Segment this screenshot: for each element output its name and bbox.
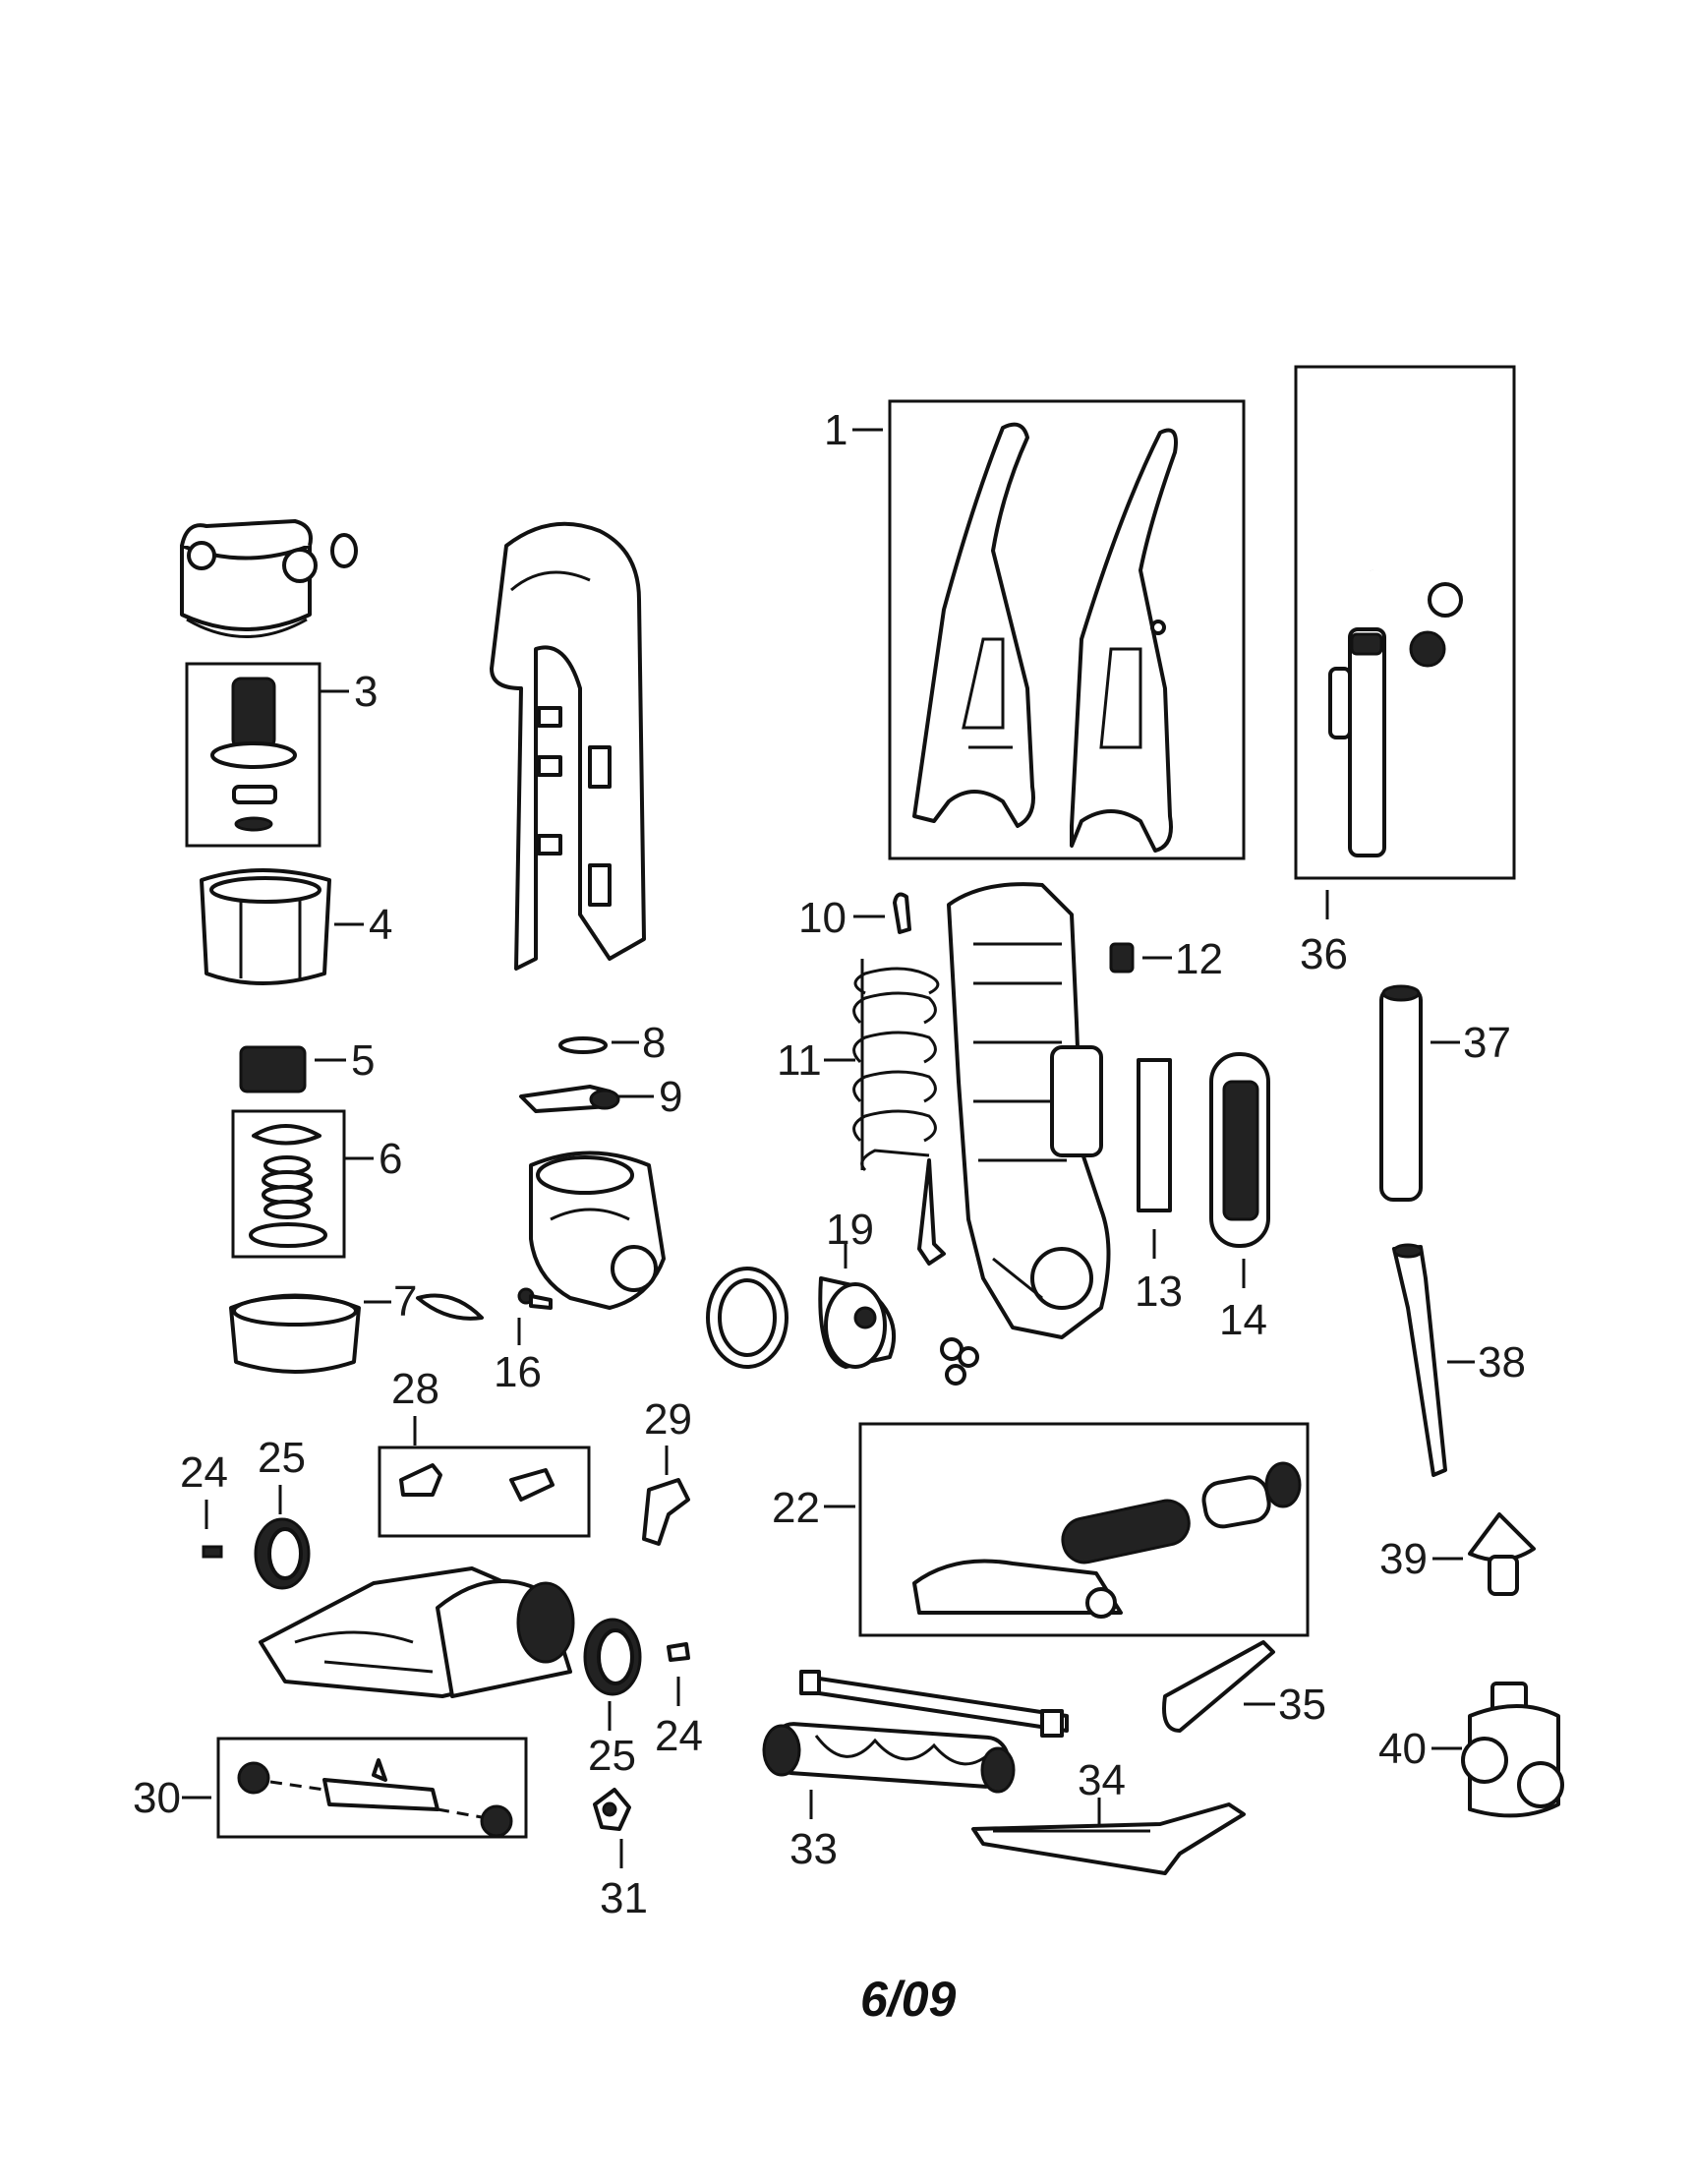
label-34: 34 (1078, 1756, 1126, 1804)
part-28-clips (399, 1463, 555, 1502)
part-24-axle-right (667, 1642, 690, 1662)
box-36 (1294, 365, 1516, 880)
part-4-dust-cup (200, 868, 331, 985)
label-40: 40 (1378, 1725, 1427, 1773)
dust-cup-lid (180, 519, 358, 638)
label-3: 3 (354, 668, 378, 716)
part-39-dusting-brush (1468, 1512, 1536, 1596)
box-28 (378, 1446, 591, 1538)
label-38: 38 (1478, 1338, 1526, 1387)
label-9: 9 (659, 1073, 682, 1121)
label-37: 37 (1463, 1019, 1511, 1067)
part-main-body (947, 882, 1111, 1339)
part-8-washer (558, 1036, 608, 1054)
label-4: 4 (369, 901, 392, 949)
part-1-handle-left (912, 422, 1035, 828)
part-handle-housing (490, 521, 646, 971)
part-38-crevice-tool (1392, 1243, 1447, 1477)
label-8: 8 (642, 1019, 666, 1067)
label-7: 7 (393, 1277, 417, 1326)
label-31: 31 (600, 1874, 648, 1922)
label-10: 10 (798, 894, 847, 942)
part-29-latch (642, 1478, 690, 1546)
date-code: 6/09 (860, 1972, 957, 2027)
part-40-turbo-tool (1461, 1682, 1564, 1818)
box-22 (858, 1422, 1310, 1637)
box-1 (888, 399, 1246, 860)
part-motor-housing (529, 1151, 666, 1310)
label-24a: 24 (180, 1448, 228, 1497)
label-39: 39 (1379, 1535, 1428, 1583)
label-22: 22 (772, 1484, 820, 1532)
label-25a: 25 (258, 1434, 306, 1482)
label-33: 33 (789, 1825, 838, 1873)
part-34-base-plate (971, 1802, 1246, 1875)
label-36: 36 (1300, 930, 1348, 978)
part-5-prefilter (239, 1045, 307, 1093)
part-16-screw (517, 1287, 553, 1310)
part-bumper-bar (799, 1670, 1069, 1738)
label-19: 19 (826, 1206, 874, 1254)
part-10-hook (893, 892, 911, 934)
part-19-motor (706, 1267, 897, 1369)
part-24-axle-left (202, 1545, 223, 1559)
part-6-filter-stack (249, 1124, 327, 1248)
label-6: 6 (379, 1135, 402, 1183)
part-3-filter-assembly (210, 677, 297, 832)
label-30: 30 (133, 1774, 181, 1822)
part-13-filter (1137, 1058, 1172, 1212)
part-31-switch (593, 1788, 631, 1831)
part-36-hose-wand (1328, 381, 1477, 857)
label-13: 13 (1135, 1268, 1183, 1316)
label-16: 16 (494, 1348, 542, 1396)
label-1: 1 (824, 406, 847, 454)
part-fasteners (940, 1337, 979, 1386)
part-33-brush-roll (762, 1722, 1016, 1794)
part-25-wheel-left (254, 1517, 311, 1590)
box-30 (216, 1737, 528, 1839)
label-5: 5 (351, 1036, 375, 1085)
part-35-belt (1162, 1640, 1275, 1733)
box-3 (185, 662, 321, 848)
label-14: 14 (1219, 1296, 1267, 1344)
part-25-wheel-right (583, 1618, 642, 1696)
part-12-clip (1109, 942, 1135, 974)
label-12: 12 (1175, 935, 1223, 983)
label-28: 28 (391, 1365, 439, 1413)
label-25b: 25 (588, 1732, 636, 1780)
label-24b: 24 (655, 1712, 703, 1760)
part-37-extension-wand (1379, 984, 1423, 1202)
part-base (259, 1566, 575, 1698)
label-11: 11 (777, 1036, 822, 1085)
part-7-cup-base (229, 1293, 484, 1374)
part-11-power-cord (852, 959, 946, 1266)
part-14-filter-cover (1209, 1052, 1270, 1248)
part-22-agitator-assembly (912, 1461, 1302, 1619)
label-29: 29 (644, 1395, 692, 1444)
box-6 (231, 1109, 346, 1259)
label-35: 35 (1278, 1681, 1326, 1729)
part-30-axle-assembly (237, 1758, 513, 1838)
part-9-release-pedal (519, 1085, 620, 1113)
part-1-handle-right (1070, 428, 1178, 853)
